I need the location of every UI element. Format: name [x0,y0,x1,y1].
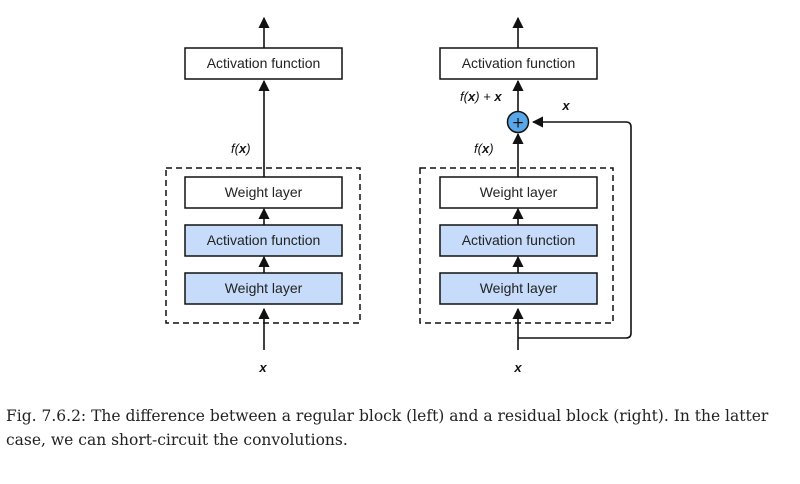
regular-weight-layer-bottom-label: Weight layer [225,280,303,296]
residual-fx-label: f(x) [474,141,494,156]
residual-weight-layer-top-label: Weight layer [480,184,558,200]
residual-block: + Activation function Weight layer Activ… [419,16,632,375]
regular-fx-label: f(x) [231,141,251,156]
residual-weight-layer-top-box [439,176,598,209]
residual-adder-circle [506,110,530,134]
regular-weight-layer-top-label: Weight layer [225,184,303,200]
residual-activation-mid-label: Activation function [462,232,576,248]
residual-vs-regular-diagram: Activation function Weight layer Activat… [165,16,632,375]
regular-input-x-label: x [258,360,267,375]
residual-sum-label: f(x) + x [460,89,502,104]
regular-block: Activation function Weight layer Activat… [165,16,361,375]
residual-output-activation-label: Activation function [462,55,576,71]
residual-weight-layer-bottom-box [439,272,598,305]
residual-shortcut-x-label: x [561,98,570,113]
figure-caption: Fig. 7.6.2: The difference between a reg… [6,407,769,449]
regular-weight-layer-top-box [184,176,343,209]
residual-input-x-label: x [513,360,522,375]
regular-output-activation-box [184,47,343,80]
regular-activation-mid-label: Activation function [207,232,321,248]
residual-weight-layer-bottom-label: Weight layer [480,280,558,296]
residual-adder-plus: + [512,114,525,132]
regular-dashed-frame [165,167,361,324]
regular-weight-layer-bottom-box [184,272,343,305]
residual-output-activation-box [439,47,598,80]
regular-output-activation-label: Activation function [207,55,321,71]
residual-dashed-frame [419,167,614,324]
residual-activation-mid-box [439,224,598,257]
residual-shortcut-path [518,116,632,339]
regular-activation-mid-box [184,224,343,257]
